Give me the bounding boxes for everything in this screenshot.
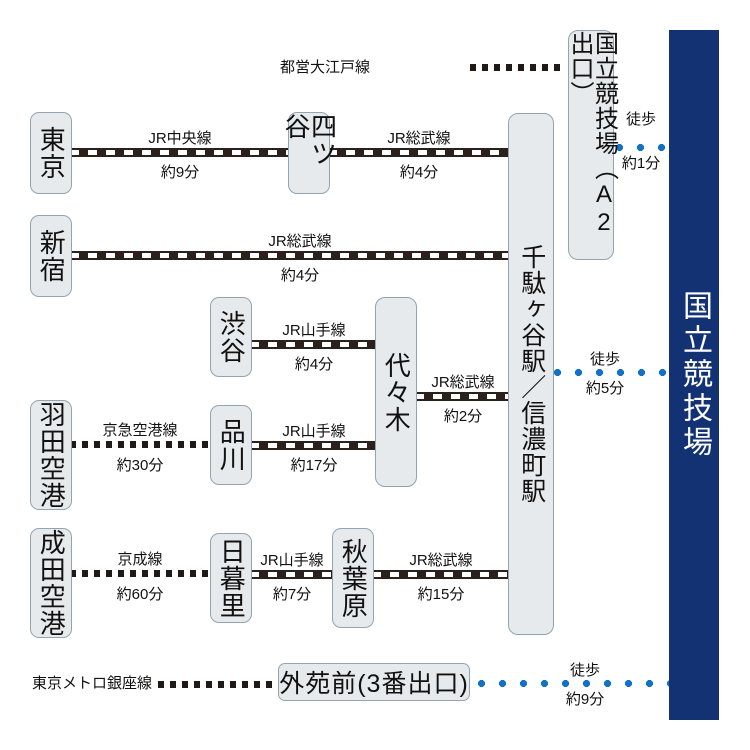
station-box-gaienmae[interactable]: 外苑前(3番出口): [278, 663, 470, 701]
route-label-yamanote-shinagawa: JR山手線: [282, 423, 346, 440]
route-time-sobu-akihabara: 約15分: [417, 586, 465, 603]
route-label-yamanote-nippori: JR山手線: [260, 552, 324, 569]
station-box-akihabara[interactable]: 秋葉原: [332, 528, 374, 628]
station-box-sendagaya-shinanomachi[interactable]: 千駄ヶ谷駅／信濃町駅: [508, 113, 554, 635]
station-box-haneda[interactable]: 羽田空港: [30, 400, 72, 510]
station-label-nippori: 日暮里: [216, 537, 247, 619]
route-line-chuo: [70, 148, 290, 157]
station-label-tokyo: 東京: [36, 126, 67, 180]
station-label-shibuya: 渋谷: [216, 310, 247, 364]
route-time-sobu-shinjuku: 約4分: [280, 267, 320, 284]
route-time-yamanote-nippori: 約7分: [272, 586, 312, 603]
station-box-yoyogi[interactable]: 代々木: [375, 297, 417, 487]
route-label-sobu-akihabara: JR総武線: [409, 552, 473, 569]
station-label-shinjuku: 新宿: [36, 229, 67, 283]
route-line-yamanote-shinagawa: [250, 441, 378, 450]
station-label-sendagaya-shinanomachi: 千駄ヶ谷駅／信濃町駅: [517, 244, 546, 504]
route-label-sobu-yoyogi: JR総武線: [431, 374, 495, 391]
route-time-sobu-yotsuya: 約4分: [399, 164, 439, 181]
walk-time-sendagaya: 約5分: [585, 380, 625, 397]
route-label-yamanote-shibuya: JR山手線: [282, 322, 346, 339]
route-time-yamanote-shinagawa: 約17分: [290, 457, 338, 474]
route-label-sobu-yotsuya: JR総武線: [387, 130, 451, 147]
station-box-yotsuya[interactable]: 四ツ谷: [281, 112, 338, 194]
route-time-sobu-yoyogi: 約2分: [443, 408, 483, 425]
station-label-narita: 成田空港: [36, 529, 67, 637]
station-label-kokuritsu-a2: 国立競技場（A2出口）: [566, 31, 618, 237]
route-time-keisei: 約60分: [116, 586, 164, 603]
route-line-keikyu: [70, 441, 210, 448]
walk-time-gaienmae: 約9分: [565, 691, 605, 708]
route-line-ginza: [158, 681, 278, 688]
route-line-sobu-yotsuya: [328, 148, 510, 157]
walk-line-a2: [616, 144, 672, 151]
route-line-keisei: [70, 570, 210, 577]
station-box-shinjuku[interactable]: 新宿: [30, 215, 72, 297]
station-box-shibuya[interactable]: 渋谷: [210, 297, 252, 377]
route-time-keikyu: 約30分: [116, 457, 164, 474]
walk-label-a2: 徒歩: [625, 111, 657, 128]
walk-line-sendagaya: [554, 369, 670, 376]
station-label-yoyogi: 代々木: [381, 351, 412, 433]
route-line-sobu-shinjuku: [70, 251, 510, 260]
station-box-tokyo[interactable]: 東京: [30, 112, 72, 194]
station-label-shinagawa: 品川: [216, 418, 247, 472]
walk-label-gaienmae: 徒歩: [569, 662, 601, 679]
route-time-chuo: 約9分: [160, 164, 200, 181]
route-label-oedo: 都営大江戸線: [279, 59, 370, 76]
station-box-narita[interactable]: 成田空港: [30, 528, 72, 638]
destination-bar-kokuritsu-kyogijo: 国立競技場: [669, 30, 719, 720]
destination-label: 国立競技場: [678, 290, 711, 460]
route-line-yamanote-nippori: [250, 570, 334, 579]
route-label-chuo: JR中央線: [148, 130, 212, 147]
route-line-oedo: [470, 64, 564, 71]
station-label-yotsuya: 四ツ谷: [281, 113, 338, 167]
station-box-kokuritsu-a2[interactable]: 国立競技場（A2出口）: [566, 30, 618, 260]
walk-label-sendagaya: 徒歩: [589, 351, 621, 368]
station-label-akihabara: 秋葉原: [338, 537, 369, 619]
route-line-yamanote-shibuya: [250, 340, 378, 349]
route-label-ginza: 東京メトロ銀座線: [31, 675, 152, 692]
station-label-haneda: 羽田空港: [36, 401, 67, 509]
route-label-sobu-shinjuku: JR総武線: [268, 233, 332, 250]
walk-line-gaienmae: [478, 680, 670, 687]
walk-time-a2: 約1分: [621, 155, 661, 172]
route-label-keikyu: 京急空港線: [102, 422, 178, 439]
station-box-nippori[interactable]: 日暮里: [210, 533, 252, 623]
route-line-sobu-yoyogi: [415, 392, 510, 401]
route-line-sobu-akihabara: [372, 570, 510, 579]
station-box-shinagawa[interactable]: 品川: [210, 405, 252, 485]
station-label-gaienmae: 外苑前(3番出口): [279, 670, 469, 698]
route-label-keisei: 京成線: [117, 551, 163, 568]
route-time-yamanote-shibuya: 約4分: [294, 356, 334, 373]
